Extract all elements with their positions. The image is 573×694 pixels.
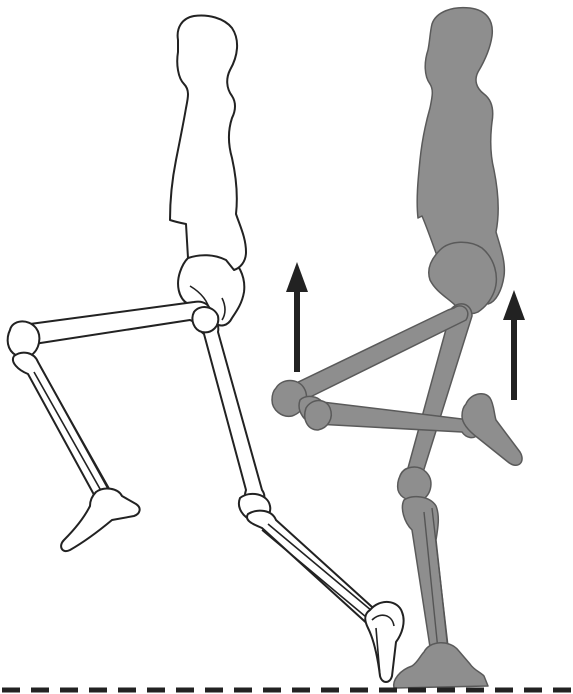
shaded-skeleton [272,8,522,688]
outline-leading-femoral-head [192,307,218,332]
arrow-up-left [286,262,308,372]
shaded-swing-leg [272,306,522,465]
shaded-swing-foot [462,394,522,466]
arrow-up-right [503,290,525,400]
outline-leading-leg [8,302,219,551]
shaded-swing-shin-knob [305,401,332,431]
outline-skeleton [8,16,404,683]
outline-leading-foot [61,489,140,552]
outline-trailing-foot [365,602,403,682]
outline-trailing-femur [200,320,265,507]
arrow-up-left-head [286,262,308,292]
outline-leading-femur [14,302,210,346]
arrow-up-left-shaft [294,286,300,372]
outline-leading-tibia [13,353,111,504]
shaded-standing-leg [394,304,488,688]
outline-torso [170,16,246,271]
arrow-up-right-shaft [511,314,517,400]
shaded-standing-foot [394,643,488,688]
shaded-pelvis [429,242,497,313]
arrow-up-right-head [503,290,525,320]
outline-trailing-leg [200,320,404,683]
outline-trailing-tibia [247,511,384,629]
